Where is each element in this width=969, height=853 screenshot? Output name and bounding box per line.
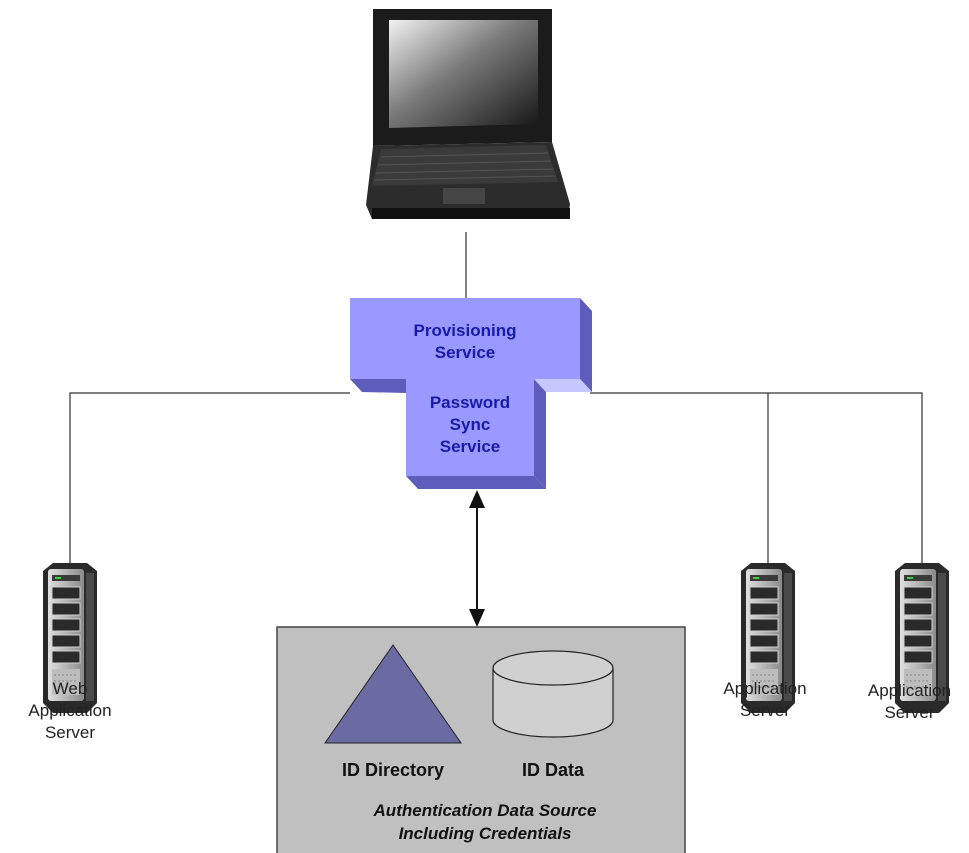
provisioning-service-label: Provisioning Service [413, 321, 517, 362]
connection-lines [69, 232, 923, 563]
application-server-1-label: Application Server [723, 679, 807, 720]
application-server-2-label: Application Server [867, 681, 952, 722]
double-arrow-icon [469, 490, 485, 627]
id-data-label: ID Data [521, 760, 584, 780]
id-directory-label: ID Directory [341, 760, 445, 780]
service-block [350, 298, 592, 489]
database-cylinder-icon [492, 650, 614, 738]
laptop-icon [366, 9, 570, 219]
password-sync-service-label: Password Sync Service [429, 393, 511, 456]
data-source-caption: Authentication Data Source Including Cre… [373, 801, 597, 843]
web-application-server-label: Web Application Server [28, 679, 112, 742]
directory-triangle-icon [324, 644, 462, 744]
